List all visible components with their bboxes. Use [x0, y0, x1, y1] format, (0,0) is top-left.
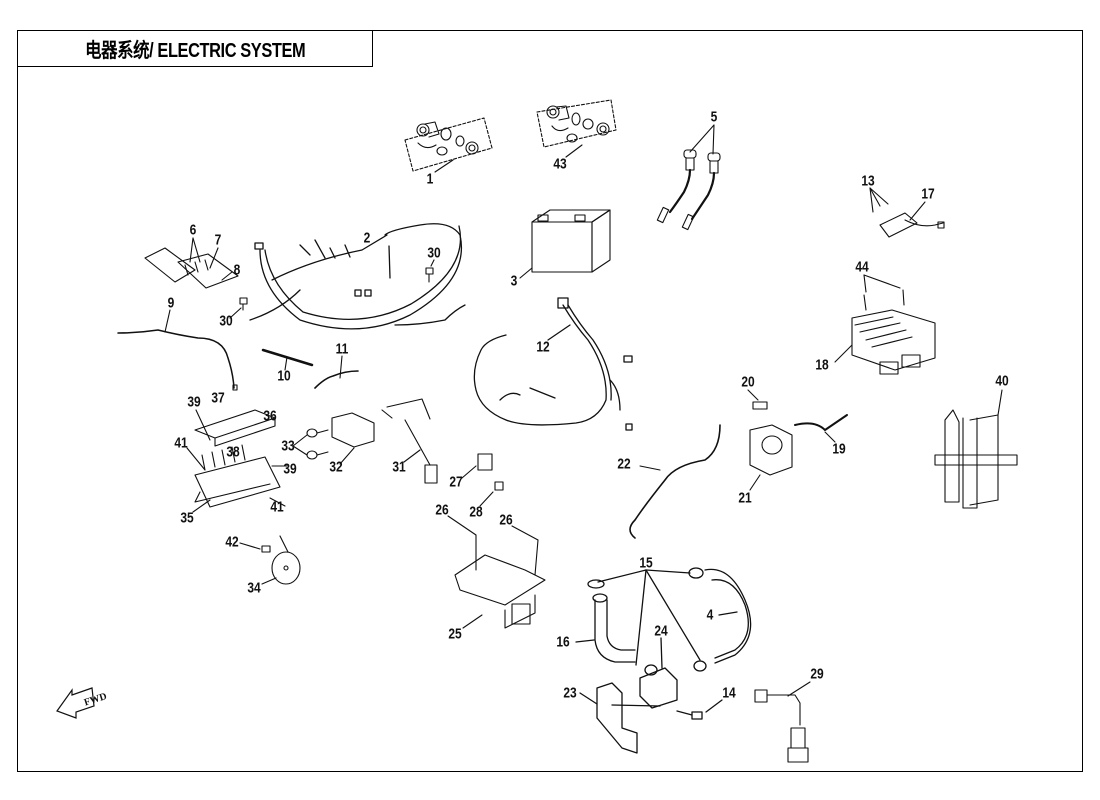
pump-assembly-drawing — [575, 567, 752, 754]
callout-8: 8 — [233, 261, 241, 279]
main-harness-drawing — [249, 223, 466, 330]
callout-35: 35 — [180, 509, 194, 527]
ignition-coil-drawing — [292, 398, 438, 484]
switch-drawing — [144, 237, 239, 289]
cable-22-drawing — [629, 424, 721, 539]
callout-23: 23 — [563, 684, 577, 702]
page-title: 电器系统/ ELECTRIC SYSTEM — [84, 40, 306, 62]
callout-43: 43 — [553, 155, 567, 173]
callout-28: 28 — [469, 503, 483, 521]
callout-38: 38 — [226, 443, 240, 461]
battery-3-drawing — [519, 209, 611, 279]
callout-24: 24 — [654, 622, 668, 640]
sensor-5-drawing — [656, 124, 721, 231]
tie-10-drawing — [261, 348, 314, 367]
callout-10: 10 — [277, 367, 291, 385]
callout-11: 11 — [335, 340, 349, 358]
screw-30-drawing — [229, 259, 435, 319]
callout-36: 36 — [263, 407, 277, 425]
callout-18: 18 — [815, 356, 829, 374]
callout-31: 31 — [392, 458, 406, 476]
callout-33: 33 — [281, 437, 295, 455]
title-box: 电器系统/ ELECTRIC SYSTEM — [17, 30, 373, 67]
callout-3: 3 — [510, 272, 518, 290]
cover-17-drawing — [869, 187, 945, 238]
callout-37: 37 — [211, 389, 225, 407]
callout-26a: 26 — [435, 501, 449, 519]
harness-12-drawing — [473, 297, 633, 431]
cable-9-drawing — [117, 329, 235, 389]
part-27-drawing — [477, 453, 493, 471]
regulator-18-drawing — [834, 274, 936, 375]
svg-text:FWD: FWD — [83, 691, 109, 709]
callout-6: 6 — [189, 221, 197, 239]
clip-40-drawing — [934, 389, 1018, 509]
callout-40: 40 — [995, 372, 1009, 390]
callout-39a: 39 — [187, 393, 201, 411]
callout-41a: 41 — [174, 434, 188, 452]
callout-9: 9 — [167, 294, 175, 312]
callout-30a: 30 — [427, 244, 441, 262]
callout-16: 16 — [556, 633, 570, 651]
ecu-drawing — [447, 515, 546, 629]
callout-5: 5 — [710, 108, 718, 126]
fwd-arrow-icon: FWD — [56, 687, 109, 719]
sensor-29-drawing — [754, 681, 811, 763]
callout-26b: 26 — [499, 511, 513, 529]
callout-13: 13 — [861, 172, 875, 190]
callout-30b: 30 — [219, 312, 233, 330]
diagram-frame — [17, 30, 1083, 772]
wire-11-drawing — [314, 370, 359, 389]
callout-4: 4 — [706, 606, 714, 624]
callout-17: 17 — [921, 185, 935, 203]
callout-42: 42 — [225, 533, 239, 551]
callout-25: 25 — [448, 625, 462, 643]
callout-1: 1 — [426, 170, 434, 188]
callout-21: 21 — [738, 489, 752, 507]
kit-43-drawing — [536, 99, 617, 158]
callout-14: 14 — [722, 684, 736, 702]
relay-drawing — [747, 389, 793, 491]
callout-41b: 41 — [270, 498, 284, 516]
callout-32: 32 — [329, 458, 343, 476]
callout-20: 20 — [741, 373, 755, 391]
callout-34: 34 — [247, 579, 261, 597]
callout-12: 12 — [536, 338, 550, 356]
callout-44: 44 — [855, 258, 869, 276]
callout-15: 15 — [639, 554, 653, 572]
kit-1-drawing — [404, 117, 493, 173]
callout-2: 2 — [363, 229, 371, 247]
callout-39b: 39 — [283, 460, 297, 478]
fuse-box-drawing — [186, 409, 288, 513]
callout-19: 19 — [832, 440, 846, 458]
callout-22: 22 — [617, 455, 631, 473]
callout-7: 7 — [214, 231, 222, 249]
callout-29: 29 — [810, 665, 824, 683]
horn-drawing — [239, 535, 301, 585]
callout-27: 27 — [449, 473, 463, 491]
